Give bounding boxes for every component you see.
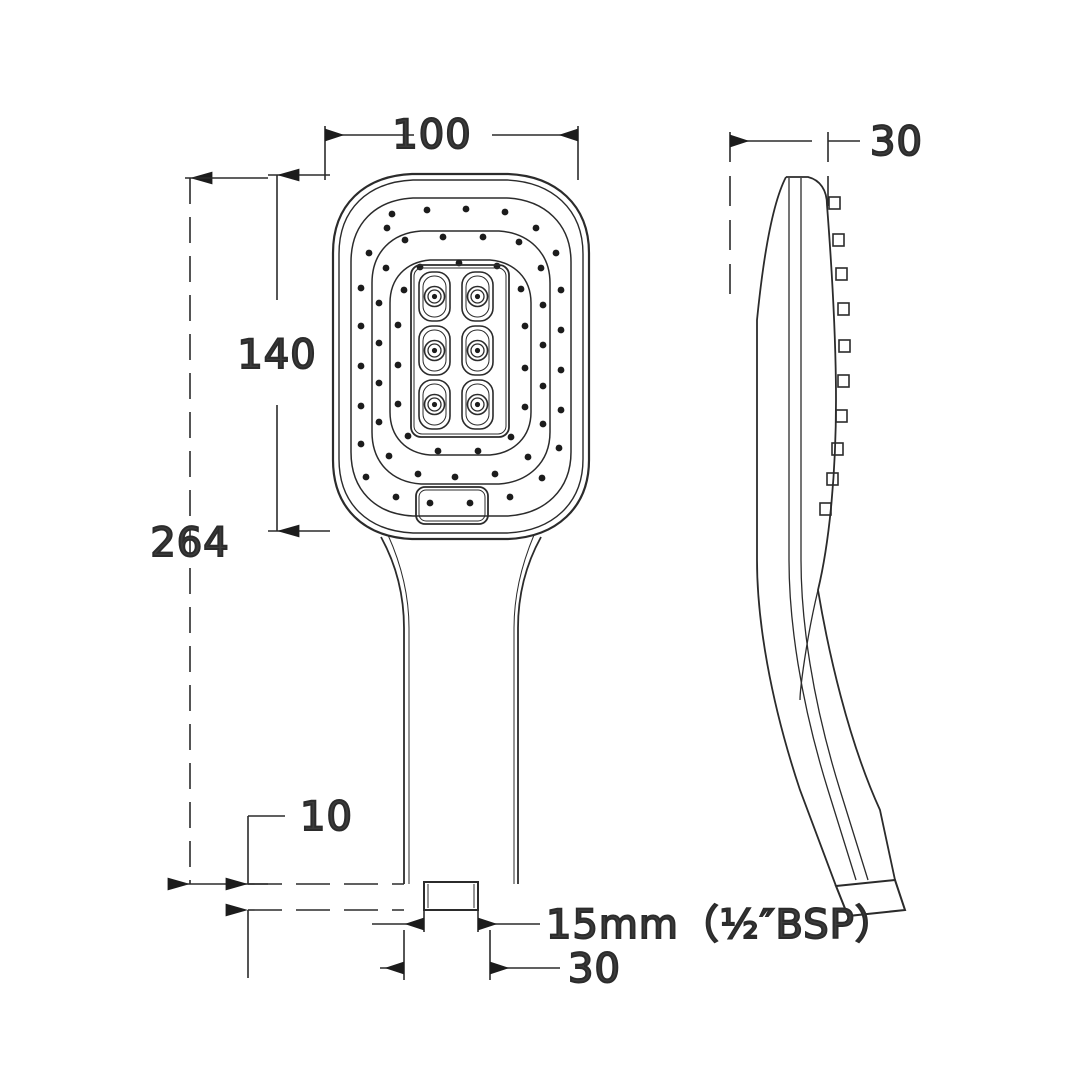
- side-profile-outline: [756, 176, 896, 887]
- nozzle-ring-outer: [350, 197, 572, 517]
- dimension-label-head-width: 100: [392, 112, 471, 158]
- nozzle-ring-inner: [389, 259, 532, 456]
- dimension-label-head-height: 140: [237, 332, 316, 378]
- massage-jet-panel: [410, 264, 510, 438]
- massage-jet: [418, 379, 451, 430]
- massage-jets: [418, 271, 494, 430]
- dimension-connector-thread: 15mm（½″BSP）: [372, 901, 896, 949]
- dimension-overall-height: 264: [149, 171, 268, 891]
- shower-head-outline: [331, 172, 591, 541]
- massage-jet: [461, 271, 494, 322]
- dimension-label-side-thickness: 30: [870, 119, 923, 165]
- dimension-connector-width: 30: [380, 930, 621, 993]
- nozzle-ring-middle: [371, 230, 551, 485]
- dimension-head-width: 100: [324, 111, 579, 180]
- dimension-label-connector-thread: 15mm（½″BSP）: [546, 902, 896, 948]
- dimension-side-thickness: 30: [729, 118, 923, 300]
- side-hose-connector: [834, 878, 907, 918]
- dimension-label-connector-width: 30: [568, 946, 621, 992]
- face-plate-button: [415, 486, 489, 525]
- massage-jet: [461, 325, 494, 376]
- front-view: [331, 172, 591, 911]
- spray-nozzles-outer: [357, 205, 565, 507]
- massage-jet: [461, 379, 494, 430]
- shower-handle: [380, 534, 542, 884]
- spray-nozzles-middle: [375, 233, 547, 481]
- hose-connector: [423, 881, 479, 911]
- dimension-head-height: 140: [236, 168, 330, 538]
- side-spray-nozzles: [819, 196, 851, 516]
- side-view: [756, 176, 907, 918]
- massage-jet: [418, 325, 451, 376]
- dimension-label-connector-height: 10: [300, 794, 353, 840]
- massage-jet: [418, 271, 451, 322]
- dimension-connector-height: 10: [225, 793, 404, 978]
- dimension-label-overall-height: 264: [150, 520, 229, 566]
